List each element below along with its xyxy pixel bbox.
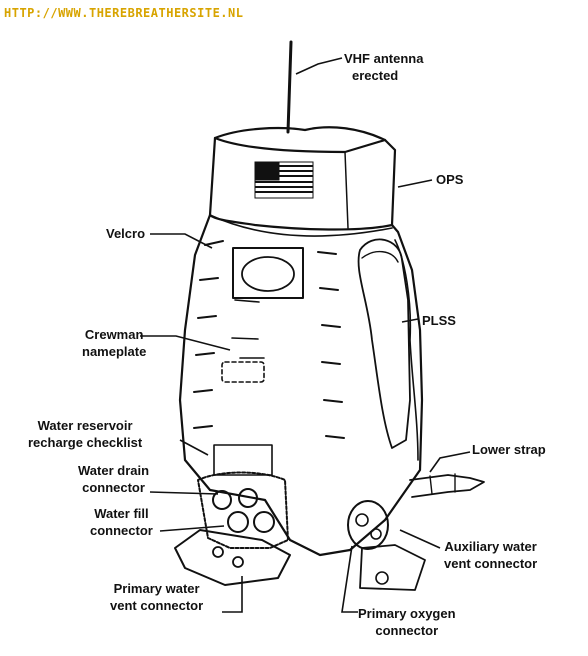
oxygen-connector	[347, 500, 389, 550]
label-primary-oxygen: Primary oxygen connector	[358, 606, 456, 638]
label-lower-strap: Lower strap	[472, 442, 546, 457]
vhf-antenna	[286, 40, 293, 134]
connector-panel	[197, 471, 289, 549]
watermark-url: HTTP://WWW.THEREBREATHERSITE.NL	[4, 6, 244, 20]
nameplate	[221, 361, 265, 383]
label-plss: PLSS	[422, 313, 456, 328]
label-velcro: Velcro	[106, 226, 146, 241]
ops-unit	[208, 126, 397, 231]
label-water-fill: Water fill connector	[90, 506, 153, 538]
label-auxiliary-water: Auxiliary water vent connector	[444, 539, 538, 571]
label-crewman-nameplate: Crewman nameplate	[82, 327, 147, 359]
label-water-drain: Water drain connector	[78, 463, 150, 495]
velcro-patch	[232, 247, 304, 299]
label-vhf-antenna: VHF antenna erected	[344, 51, 424, 83]
label-primary-water: Primary water vent connector	[110, 581, 204, 613]
cover-flap	[174, 529, 291, 586]
us-flag	[254, 161, 314, 199]
label-ops: OPS	[436, 172, 464, 187]
checklist-panel	[213, 444, 273, 476]
lower-strap	[409, 474, 485, 498]
label-water-reservoir: Water reservoir recharge checklist	[28, 418, 143, 450]
side-pocket	[357, 238, 411, 449]
plss-body	[178, 213, 424, 557]
